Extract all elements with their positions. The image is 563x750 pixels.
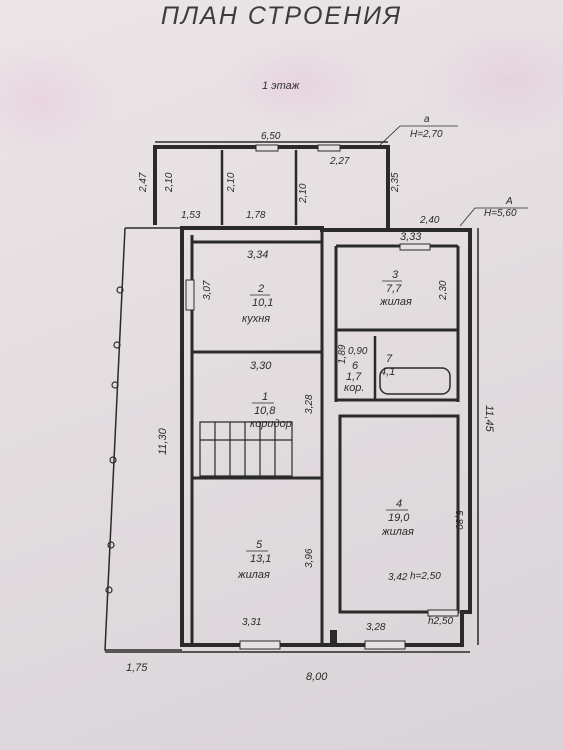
room-4-outer-bottom: 3,28 (366, 622, 386, 633)
room-2-area: 10,1 (252, 297, 273, 309)
room-3-dim-top: 3,33 (400, 231, 422, 243)
outer-wall (180, 226, 472, 647)
dim-annex-2-10-b: 2,10 (226, 172, 237, 193)
terrace-outline (104, 227, 182, 651)
watermark-rosette-center (220, 40, 380, 130)
terrace-posts (105, 286, 124, 594)
room-4-name: жилая (381, 526, 414, 538)
watermark-rosette-right (420, 20, 563, 140)
room-5-name: жилая (237, 569, 270, 581)
room-2-number: 2 (257, 283, 264, 295)
dim-bottom-1-75: 1,75 (126, 662, 148, 674)
dim-h2-50: h2,50 (428, 616, 453, 627)
room-2-dim-side: 3,07 (202, 280, 213, 300)
room-4-area: 19,0 (388, 512, 410, 524)
plan-title: ПЛАН СТРОЕНИЯ (160, 2, 403, 30)
marker-a-height: H=2,70 (410, 129, 443, 140)
room-4-dim-side: 5,80 (453, 510, 464, 530)
room-7-area: 4,1 (380, 366, 395, 378)
room-1-name: коридор (250, 418, 292, 430)
dim-left-11-30: 11,30 (157, 427, 169, 455)
dim-annex-2-27: 2,27 (329, 156, 350, 167)
room-1-area: 10,8 (254, 405, 276, 417)
room-3-dim-side: 2,30 (438, 280, 449, 301)
room-1-dim-side: 3,28 (304, 394, 315, 414)
dim-bottom-8-00: 8,00 (306, 671, 328, 683)
dim-annex-2-35: 2,35 (390, 172, 401, 193)
room-6-area: 1,7 (346, 371, 362, 383)
floor-label: 1 этаж (262, 80, 300, 92)
room-5-dim-bottom: 3,31 (242, 617, 261, 628)
room-4-dim-bottom: 3,42 (388, 572, 408, 583)
room-6-name: кор. (344, 382, 365, 394)
room-6-number: 6 (352, 360, 359, 372)
room-3-area: 7,7 (386, 283, 402, 295)
dim-left-2-47: 2,47 (138, 172, 149, 193)
dim-top-width: 6,50 (261, 131, 281, 142)
room-1-number: 1 (262, 391, 268, 403)
room-6-dim-top: 0,90 (348, 346, 368, 357)
marker-A-height: H=5,60 (484, 208, 517, 219)
room-4-height: h=2,50 (410, 571, 441, 582)
room-5-number: 5 (256, 539, 263, 551)
dim-annex-2-10-a: 2,10 (164, 172, 175, 193)
windows (185, 144, 459, 650)
room-5-area: 13,1 (250, 553, 271, 565)
room-2-dim-top: 3,34 (247, 249, 268, 261)
marker-A-letter: А (505, 196, 513, 207)
room-3-name: жилая (379, 296, 412, 308)
dim-2-40: 2,40 (419, 215, 440, 226)
dim-annex-2-10-c: 2,10 (298, 183, 309, 204)
room-1-dim-top: 3,30 (250, 360, 272, 372)
dim-1-53: 1,53 (181, 210, 201, 221)
room-3-number: 3 (392, 269, 399, 281)
room-4-number: 4 (396, 498, 402, 510)
room-5-dim-side: 3,96 (304, 548, 315, 568)
room-7-number: 7 (386, 353, 393, 365)
stairs (199, 421, 293, 477)
room-2-name: кухня (242, 313, 270, 325)
room-6-dim-side: 1,89 (337, 344, 348, 364)
dim-1-78: 1,78 (246, 210, 266, 221)
dim-right-11-45: 11,45 (483, 405, 495, 433)
bathtub (379, 367, 451, 395)
marker-a-letter: а (424, 114, 430, 125)
